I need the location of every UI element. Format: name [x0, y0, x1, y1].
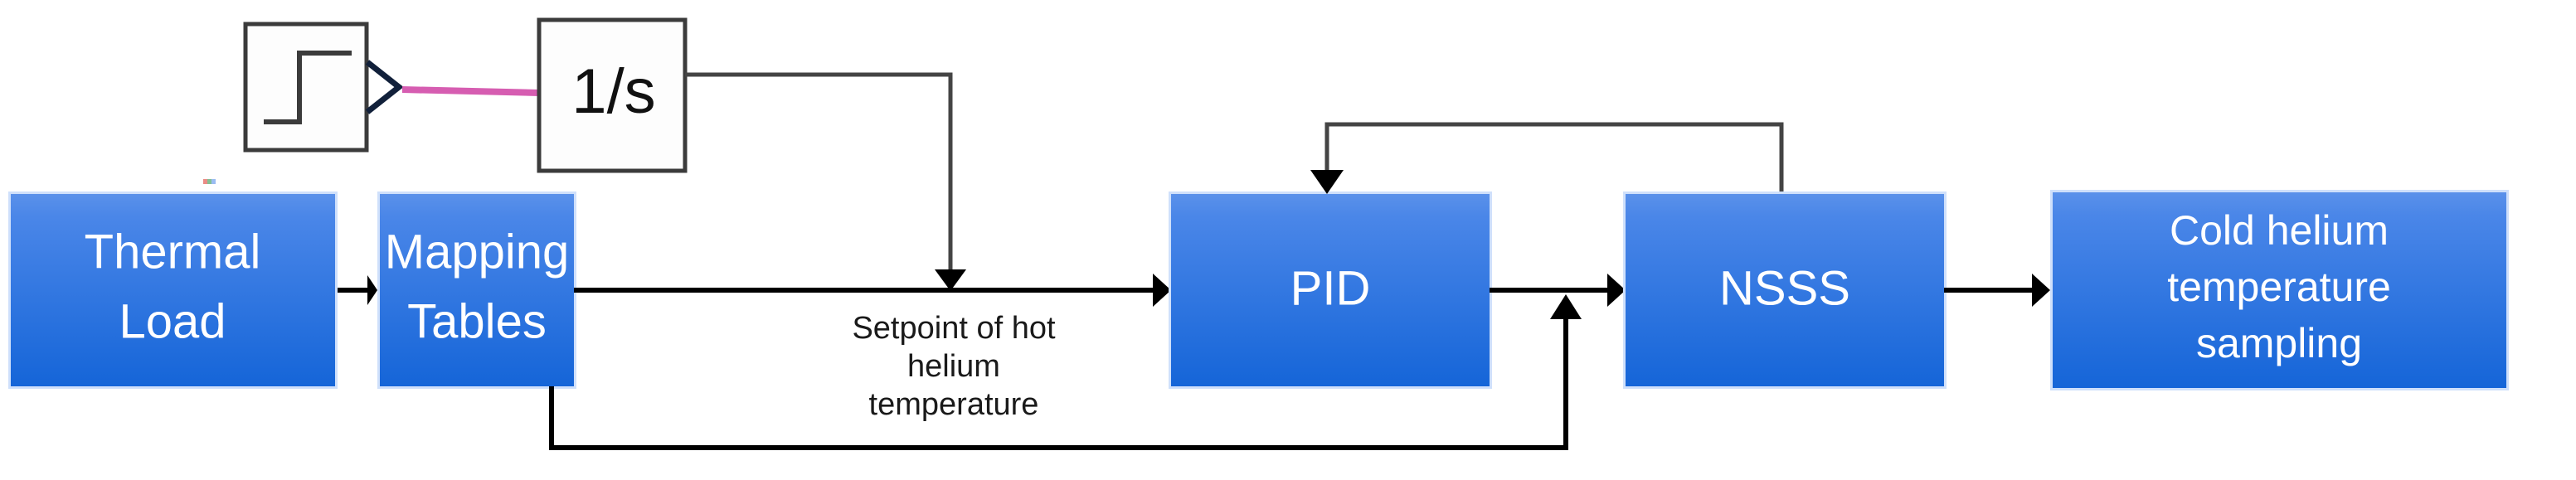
pink-signal-line [401, 86, 540, 96]
mapping-tables-label-line1: Mapping [385, 225, 569, 279]
mapping-tables-rect [380, 194, 574, 386]
wire-mapping-bottom-feedback [549, 294, 1582, 450]
output-port-icon [365, 60, 404, 114]
wire-mapping-to-pid: Setpoint of hot helium temperature [574, 274, 1171, 422]
integrator-output-route [685, 72, 953, 269]
thermal-load-rect [11, 194, 335, 386]
wire-nsss-to-cold [1944, 274, 2050, 307]
block-pid[interactable]: PID [1169, 192, 1492, 389]
integrator-rect [537, 17, 688, 173]
setpoint-label-line3: temperature [869, 387, 1039, 422]
block-thermal-load[interactable]: Thermal Load [8, 192, 338, 389]
arrow-head-down-icon [935, 269, 966, 291]
integrator-label: 1/s [571, 56, 655, 127]
block-integrator[interactable]: 1/s [537, 17, 688, 173]
nsss-feedback-route [1324, 122, 1784, 194]
cold-helium-label-line1: Cold helium [2170, 207, 2389, 254]
setpoint-label-line2: helium [907, 349, 1000, 384]
pid-rect [1171, 194, 1490, 386]
wire-integrator-to-setpoint-line [685, 72, 966, 291]
arrow-head-icon [2032, 274, 2050, 307]
block-mapping-tables[interactable]: Mapping Tables [377, 192, 576, 389]
wire-thermal-to-mapping [338, 275, 377, 305]
arrow-head-down-icon [1310, 170, 1344, 194]
setpoint-label-line1: Setpoint of hot [852, 311, 1056, 346]
wire-pid-to-nsss [1490, 274, 1626, 307]
nsss-label: NSSS [1719, 261, 1850, 315]
arrow-head-icon [367, 275, 377, 305]
arrow-head-icon [1153, 274, 1171, 307]
block-nsss[interactable]: NSSS [1623, 192, 1947, 389]
step-waveform-icon [264, 51, 352, 124]
arrow-head-up-icon [1550, 294, 1582, 319]
block-cold-helium-sampling[interactable]: Cold helium temperature sampling [2050, 190, 2509, 390]
pid-label: PID [1290, 261, 1371, 315]
wire-step-to-integrator [401, 86, 540, 96]
wire-nsss-feedback-to-pid [1310, 122, 1784, 194]
step-source-rect [243, 22, 369, 153]
cold-helium-label-line3: sampling [2196, 320, 2362, 366]
thermal-load-label-line2: Load [119, 294, 226, 348]
artifact-dot [203, 179, 216, 184]
mapping-tables-label-line2: Tables [407, 294, 547, 348]
cold-helium-label-line2: temperature [2167, 264, 2391, 310]
thermal-load-label-line1: Thermal [85, 225, 261, 279]
block-step-source[interactable] [243, 22, 404, 153]
nsss-rect [1626, 194, 1944, 386]
cold-helium-rect [2053, 192, 2506, 388]
mapping-feedback-route [549, 319, 1568, 450]
arrow-head-icon [1607, 274, 1626, 307]
